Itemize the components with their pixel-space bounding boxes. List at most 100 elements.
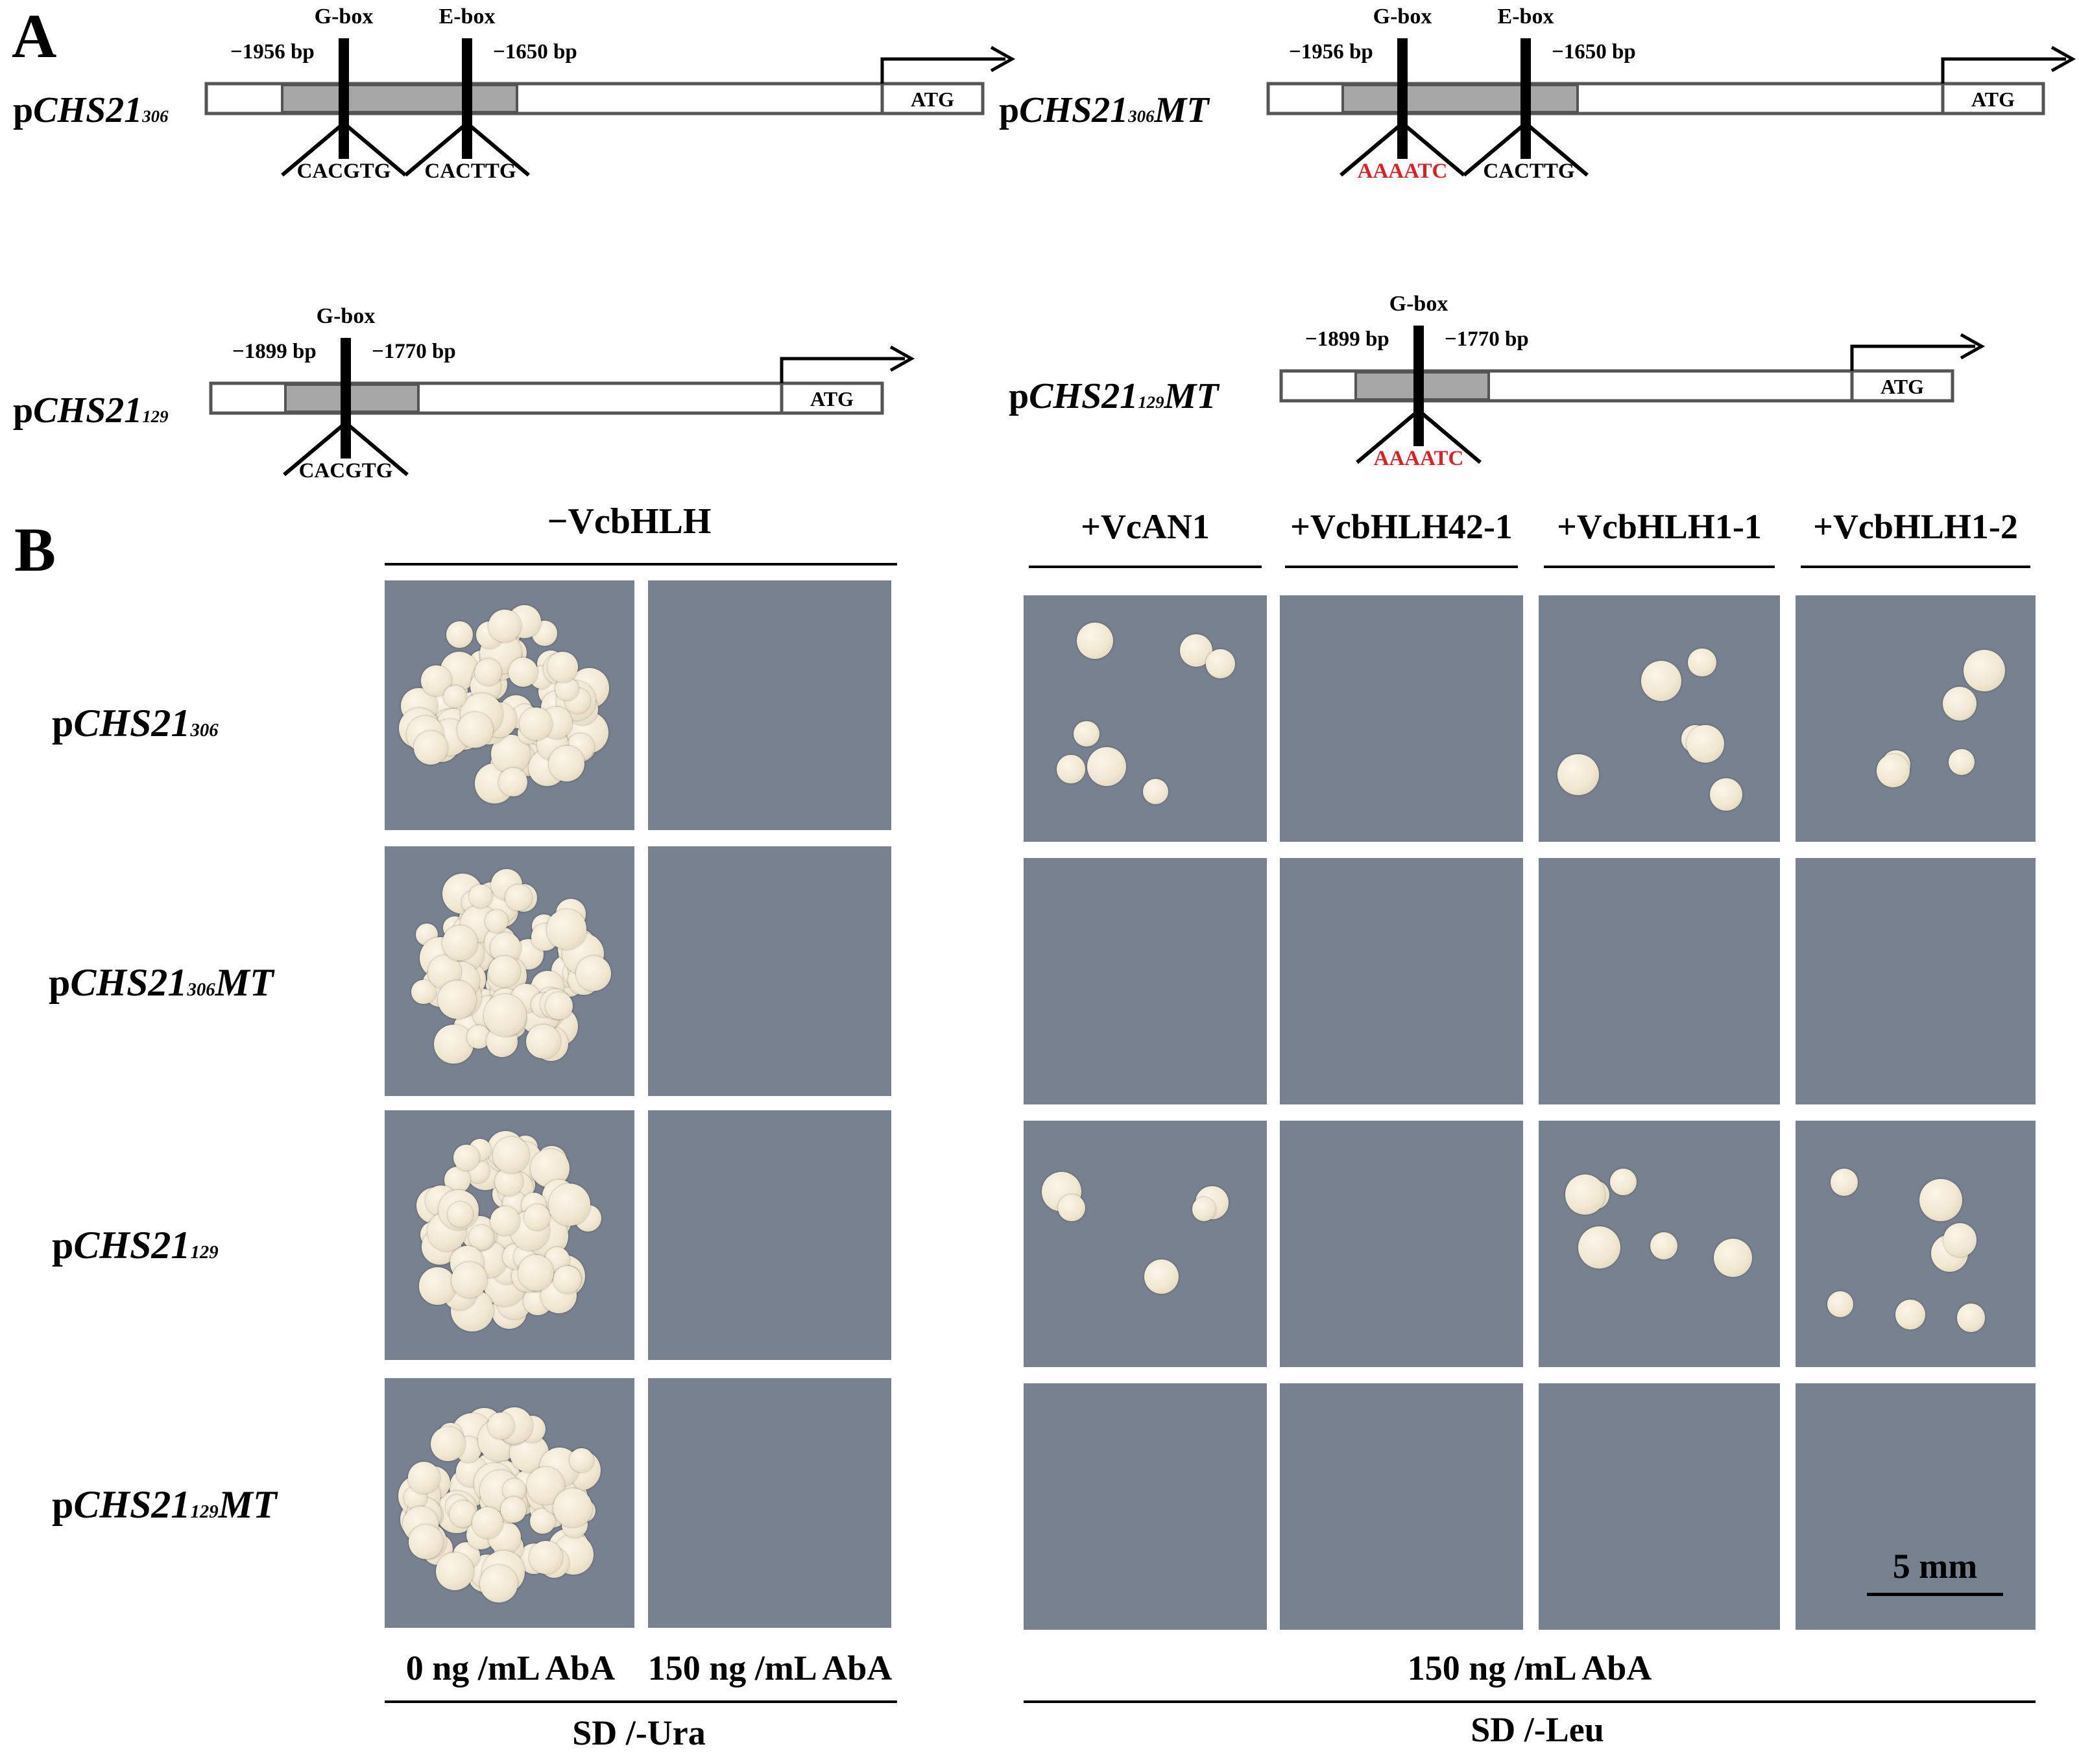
header-underline bbox=[1029, 566, 1262, 568]
yeast-colony bbox=[526, 1024, 560, 1059]
motif-sequence-right: CACTTG bbox=[424, 160, 516, 183]
construct-name-sub: 306 bbox=[1128, 106, 1155, 126]
motif-bar bbox=[462, 38, 472, 159]
yeast-colony bbox=[505, 884, 532, 911]
construct-name-sub: 129 bbox=[190, 1242, 219, 1263]
yeast-colony bbox=[1087, 747, 1127, 787]
construct-name-prefix: p bbox=[49, 961, 71, 1004]
construct-name-gene: CHS21 bbox=[33, 90, 143, 130]
yeast-colony bbox=[442, 925, 478, 960]
condition-0ng: 0 ng /mL AbA bbox=[405, 1649, 616, 1687]
construct-name-sub: 306 bbox=[142, 106, 169, 126]
header-effector: +VcbHLH1-2 bbox=[1813, 507, 2018, 546]
yeast-colony bbox=[487, 1412, 514, 1439]
yeast-colony bbox=[493, 1137, 530, 1174]
plate-vcbhlh1-1 bbox=[1539, 1383, 1780, 1630]
yeast-colony bbox=[1714, 1239, 1753, 1278]
yeast-colony bbox=[1058, 1194, 1085, 1222]
construct-name-prefix: p bbox=[1009, 376, 1029, 416]
plate-no-effector-150ng bbox=[648, 846, 891, 1096]
yeast-colony bbox=[1076, 622, 1114, 660]
motif-sequence-left: AAAATC bbox=[1357, 160, 1448, 183]
yeast-colony bbox=[1557, 754, 1599, 795]
yeast-colony bbox=[523, 1204, 550, 1231]
construct-name-suffix: MT bbox=[215, 961, 274, 1004]
plate-vcbhlh1-1 bbox=[1539, 858, 1780, 1104]
construct-name-gene: CHS21 bbox=[33, 390, 143, 431]
yeast-colony bbox=[1956, 1304, 1985, 1332]
panel-a-label: A bbox=[12, 1, 57, 71]
plate-no-effector-150ng bbox=[648, 580, 891, 830]
motif-callout-line bbox=[1463, 121, 1527, 177]
yeast-colony bbox=[468, 884, 493, 909]
tss-arrow-head bbox=[990, 45, 1016, 73]
motif-name-left: G-box bbox=[1373, 5, 1432, 29]
motif-callout-line bbox=[283, 421, 347, 477]
yeast-colony bbox=[436, 1552, 474, 1590]
plate-no-effector-0ng bbox=[385, 1110, 634, 1360]
yeast-colony bbox=[409, 1524, 443, 1559]
motif-callout-line bbox=[404, 121, 468, 177]
yeast-colony bbox=[1192, 1197, 1216, 1221]
yeast-colony bbox=[546, 909, 587, 950]
yeast-colony bbox=[1831, 1169, 1858, 1196]
condition-150ng-left: 150 ng /mL AbA bbox=[647, 1649, 893, 1687]
row-label: pCHS21306 bbox=[52, 704, 219, 743]
motif-callout-line bbox=[342, 121, 407, 177]
motif-callout-line bbox=[344, 421, 409, 477]
panel-b-label: B bbox=[14, 515, 56, 584]
yeast-colony bbox=[1142, 778, 1168, 805]
position-right: −1650 bp bbox=[1552, 40, 1636, 64]
yeast-colony bbox=[508, 657, 538, 687]
tss-arrow bbox=[1850, 344, 1975, 371]
yeast-colony bbox=[430, 1426, 466, 1461]
motif-bar bbox=[341, 338, 351, 459]
yeast-colony bbox=[472, 1507, 503, 1538]
yeast-colony bbox=[1205, 649, 1235, 678]
yeast-colony bbox=[1565, 1174, 1605, 1215]
position-right: −1770 bp bbox=[1445, 328, 1529, 351]
probe-region bbox=[281, 84, 518, 113]
plate-vcbhlh42-1 bbox=[1280, 595, 1523, 842]
yeast-colony bbox=[437, 980, 476, 1019]
scale-bar bbox=[1867, 1593, 2003, 1596]
motif-callout-line bbox=[1417, 409, 1482, 464]
construct-name-gene: CHS21 bbox=[1019, 90, 1129, 130]
construct-name: pCHS21306 bbox=[13, 92, 169, 128]
yeast-colony bbox=[546, 992, 573, 1020]
construct-name-sub: 306 bbox=[187, 979, 215, 1000]
construct-name: pCHS21306MT bbox=[999, 92, 1209, 128]
construct-name-prefix: p bbox=[52, 1483, 74, 1526]
yeast-colony bbox=[475, 659, 501, 685]
yeast-colony bbox=[434, 1024, 474, 1064]
plate-vcbhlh1-1 bbox=[1539, 595, 1780, 842]
construct-name-sub: 306 bbox=[190, 720, 219, 741]
position-left: −1899 bp bbox=[1305, 328, 1389, 351]
yeast-colony bbox=[1943, 1223, 1977, 1257]
motif-sequence-left: AAAATC bbox=[1373, 447, 1464, 470]
construct-name-sub: 129 bbox=[1138, 392, 1164, 412]
atg-label: ATG bbox=[810, 387, 854, 411]
tss-arrow bbox=[780, 357, 905, 383]
medium-ura: SD /-Ura bbox=[572, 1713, 706, 1752]
yeast-colony bbox=[485, 909, 508, 933]
construct-name-gene: CHS21 bbox=[73, 1483, 191, 1526]
yeast-colony bbox=[414, 730, 448, 765]
yeast-colony bbox=[449, 1500, 477, 1528]
construct-name: pCHS21129MT bbox=[1009, 378, 1219, 414]
motif-callout-line bbox=[281, 121, 345, 177]
motif-name-right: E-box bbox=[439, 5, 496, 29]
motif-bar bbox=[1413, 326, 1424, 446]
yeast-colony bbox=[518, 1255, 554, 1291]
tss-arrow-head bbox=[2050, 45, 2076, 73]
motif-callout-line bbox=[1401, 121, 1465, 177]
construct-name-gene: CHS21 bbox=[70, 961, 187, 1004]
motif-name-left: G-box bbox=[314, 5, 374, 29]
motif-sequence-left: CACGTG bbox=[296, 160, 391, 183]
atg-label: ATG bbox=[1971, 88, 2015, 111]
row-label: pCHS21129MT bbox=[52, 1485, 277, 1524]
promoter-diagrams bbox=[204, 38, 2076, 477]
construct-name-prefix: p bbox=[52, 702, 74, 745]
construct-name-prefix: p bbox=[13, 390, 34, 431]
